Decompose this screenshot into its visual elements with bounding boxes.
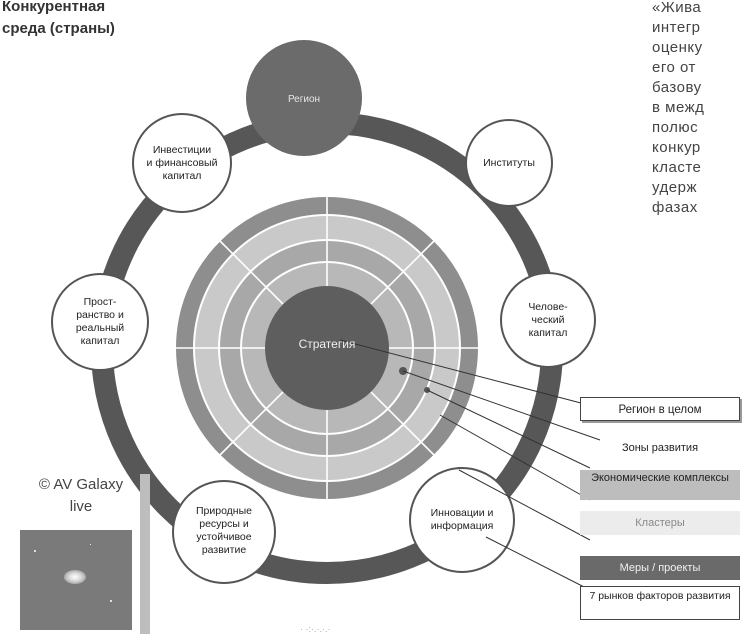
label-line: реальный: [75, 322, 125, 334]
label-line: Институты: [483, 157, 535, 169]
label-line: Прост-: [83, 296, 117, 308]
galaxy-core: [64, 570, 86, 584]
strategy-label: Стратегия: [298, 337, 356, 351]
legend-complexes: Экономические комплексы: [580, 470, 740, 500]
legend-label: Кластеры: [635, 517, 685, 529]
label-line: устойчивое: [196, 531, 252, 543]
region-top-circle: [246, 40, 362, 156]
title-line1: Конкурентная: [2, 0, 106, 15]
legend-measures: Меры / проекты: [580, 556, 740, 580]
label-line: Инновации и: [430, 507, 494, 519]
factor-circles: [51, 113, 596, 584]
label-line: капитал: [162, 170, 202, 182]
label-line: Природные: [195, 505, 252, 517]
side-line: оценку: [652, 39, 703, 56]
side-description: «Жива интегр оценку его от базову в межд…: [652, 0, 704, 218]
strategy-core: [265, 286, 389, 410]
factor-label-human-capital: Челове- ческий капитал: [503, 301, 593, 340]
side-line: фазах: [652, 199, 698, 216]
label-line: и финансовый: [146, 157, 218, 169]
factor-label-space: Прост- ранство и реальный капитал: [55, 296, 145, 348]
copyright-line2: live: [69, 498, 93, 515]
factor-label-investments: Инвестиции и финансовый капитал: [137, 144, 227, 183]
legend-markets: 7 рынков факторов развития: [580, 586, 740, 620]
side-line: интегр: [652, 19, 701, 36]
star: [90, 544, 91, 545]
side-line: базову: [652, 79, 702, 96]
side-line: «Жива: [652, 0, 702, 16]
title-line2: среда (страны): [2, 20, 115, 37]
copyright-line1: © AV Galaxy: [38, 476, 124, 493]
side-line: удерж: [652, 179, 697, 196]
factor-circle-human-capital: [500, 272, 596, 368]
legend-label: Регион в целом: [618, 404, 702, 416]
factor-label-innovation: Инновации и информация: [417, 507, 507, 533]
star: [110, 600, 112, 602]
copyright-label: © AV Galaxy live: [18, 474, 144, 518]
star: [34, 550, 36, 552]
legend-region-whole: Регион в целом: [580, 397, 740, 421]
label-line: капитал: [528, 327, 568, 339]
galaxy-image: [20, 530, 132, 630]
label-line: Челове-: [528, 301, 568, 313]
region-top-label: Регион: [287, 94, 321, 105]
label-line: развитие: [201, 544, 247, 556]
factor-circle-space: [51, 273, 149, 371]
page-title: Конкурентная среда (страны): [2, 0, 115, 40]
legend-label: Меры / проекты: [619, 562, 701, 574]
side-line: его от: [652, 59, 696, 76]
side-line: класте: [652, 159, 702, 176]
label-line: Инвестиции: [152, 144, 212, 156]
legend-label: Зоны развития: [621, 442, 699, 454]
side-line: в межд: [652, 99, 705, 116]
leader-lines: [339, 339, 601, 591]
legend-label: 7 рынков факторов развития: [589, 590, 731, 602]
sector-dividers: [175, 196, 479, 500]
label-line: ческий: [531, 314, 565, 326]
label-line: ресурсы и: [199, 518, 249, 530]
legend-clusters: Кластеры: [580, 511, 740, 535]
factor-label-institutes: Институты: [464, 157, 554, 170]
factor-circle-natural-resources: [172, 480, 276, 584]
factor-label-natural-resources: Природные ресурсы и устойчивое развитие: [179, 505, 269, 557]
factor-circle-innovation: [409, 467, 515, 573]
factor-circle-investments: [132, 113, 232, 213]
label-line: капитал: [80, 335, 120, 347]
side-line: полюс: [652, 119, 699, 136]
footnote: · ·:·.·.·.·: [300, 624, 331, 634]
side-line: конкур: [652, 139, 701, 156]
legend-zones: Зоны развития: [580, 437, 740, 459]
galaxy-frame: [140, 474, 150, 634]
legend-label: Экономические комплексы: [591, 472, 729, 484]
label-line: информация: [430, 520, 494, 532]
factor-circle-institutes: [465, 119, 553, 207]
label-line: ранство и: [76, 309, 124, 321]
